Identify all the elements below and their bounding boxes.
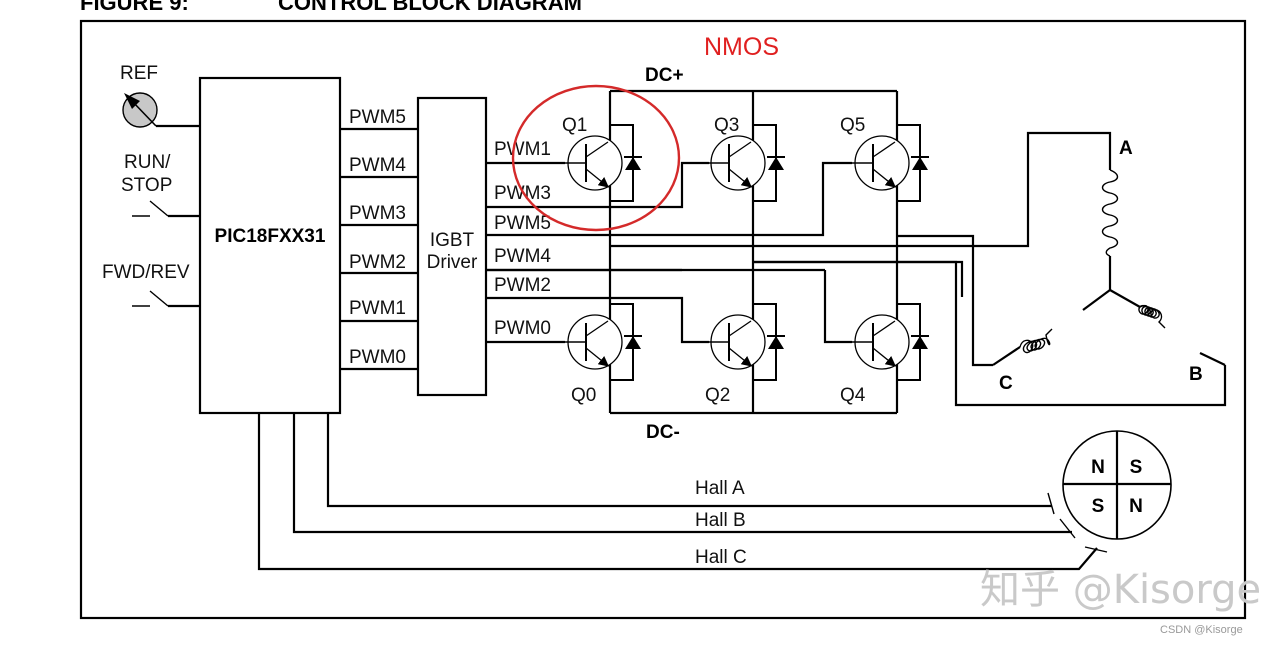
igbt-transistor-icon [696,124,785,202]
igbt-transistor-icon [553,124,642,202]
mcu-label: PIC18FXX31 [215,226,326,247]
phase-c-label: C [999,373,1013,394]
igbt-transistor-icon [840,303,929,381]
rotor-pole: S [1130,457,1143,478]
mcu-pwm-label: PWM0 [349,347,406,368]
rotor-icon [1062,430,1172,540]
mcu-pwm-lines [340,127,418,371]
potentiometer-icon [122,92,200,128]
transistor-label: Q3 [714,115,739,136]
figure-title: CONTROL BLOCK DIAGRAM [278,0,582,15]
rotor-pole: S [1092,496,1105,517]
phase-b-label: B [1189,364,1203,385]
driver-pwm-label: PWM1 [494,139,551,160]
dc-plus-label: DC+ [645,65,684,86]
transistor-label: Q0 [571,385,596,406]
phase-a-label: A [1119,138,1133,159]
igbt-driver-block [416,96,488,397]
dc-minus-label: DC- [646,422,680,443]
csdn-watermark: CSDN @Kisorge [1160,624,1243,636]
mcu-pwm-label: PWM3 [349,203,406,224]
zhihu-watermark: 知乎 @Kisorge [980,567,1261,613]
rotor-pole: N [1091,457,1105,478]
transistor-label: Q4 [840,385,866,406]
hall-c-sensor-icon [1084,546,1108,553]
coil-b-icon [1138,304,1166,329]
nmos-annotation: NMOS [704,33,779,61]
transistor-label: Q2 [705,385,730,406]
rotor-pole: N [1129,496,1143,517]
mcu-pwm-label: PWM2 [349,252,406,273]
run-stop-switch-icon [132,200,200,218]
fwd-rev-switch-icon [132,290,200,308]
driver-pwm-label: PWM2 [494,275,551,296]
mcu-pwm-label: PWM4 [349,155,406,176]
igbt-transistor-icon [840,124,929,202]
hall-c-label: Hall C [695,547,747,568]
diode-icon [911,335,929,349]
diode-icon [624,156,642,170]
igbt-transistor-icon [696,303,785,381]
stop-label: STOP [121,175,172,196]
driver-pwm-label: PWM0 [494,318,551,339]
ref-label: REF [120,63,158,84]
figure-frame [79,19,1247,620]
driver-pwm-label: PWM5 [494,213,551,234]
mcu-pwm-label: PWM5 [349,107,406,128]
motor-windings [992,169,1226,366]
driver-label-2: Driver [427,252,478,273]
fwd-rev-label: FWD/REV [102,262,190,283]
hall-a-sensor-icon [1047,492,1055,515]
hall-b-sensor-icon [1059,518,1076,539]
run-label: RUN/ [124,152,171,173]
diode-icon [767,335,785,349]
mcu-block [198,76,342,415]
diode-icon [911,156,929,170]
coil-c-icon [1019,328,1053,354]
hall-a-label: Hall A [695,478,745,499]
hall-b-label: Hall B [695,510,746,531]
figure-number: FIGURE 9: [80,0,189,15]
phase-wiring [608,131,1227,407]
nmos-highlight-circle [511,84,681,232]
hall-wiring [257,413,1108,571]
driver-pwm-label: PWM4 [494,246,551,267]
igbt-transistor-icon [553,303,642,381]
coil-a-icon [1101,169,1119,257]
diode-icon [624,335,642,349]
transistor-label: Q1 [562,115,587,136]
driver-label-1: IGBT [430,230,475,251]
diode-icon [767,156,785,170]
mcu-pwm-label: PWM1 [349,298,406,319]
transistor-label: Q5 [840,115,865,136]
